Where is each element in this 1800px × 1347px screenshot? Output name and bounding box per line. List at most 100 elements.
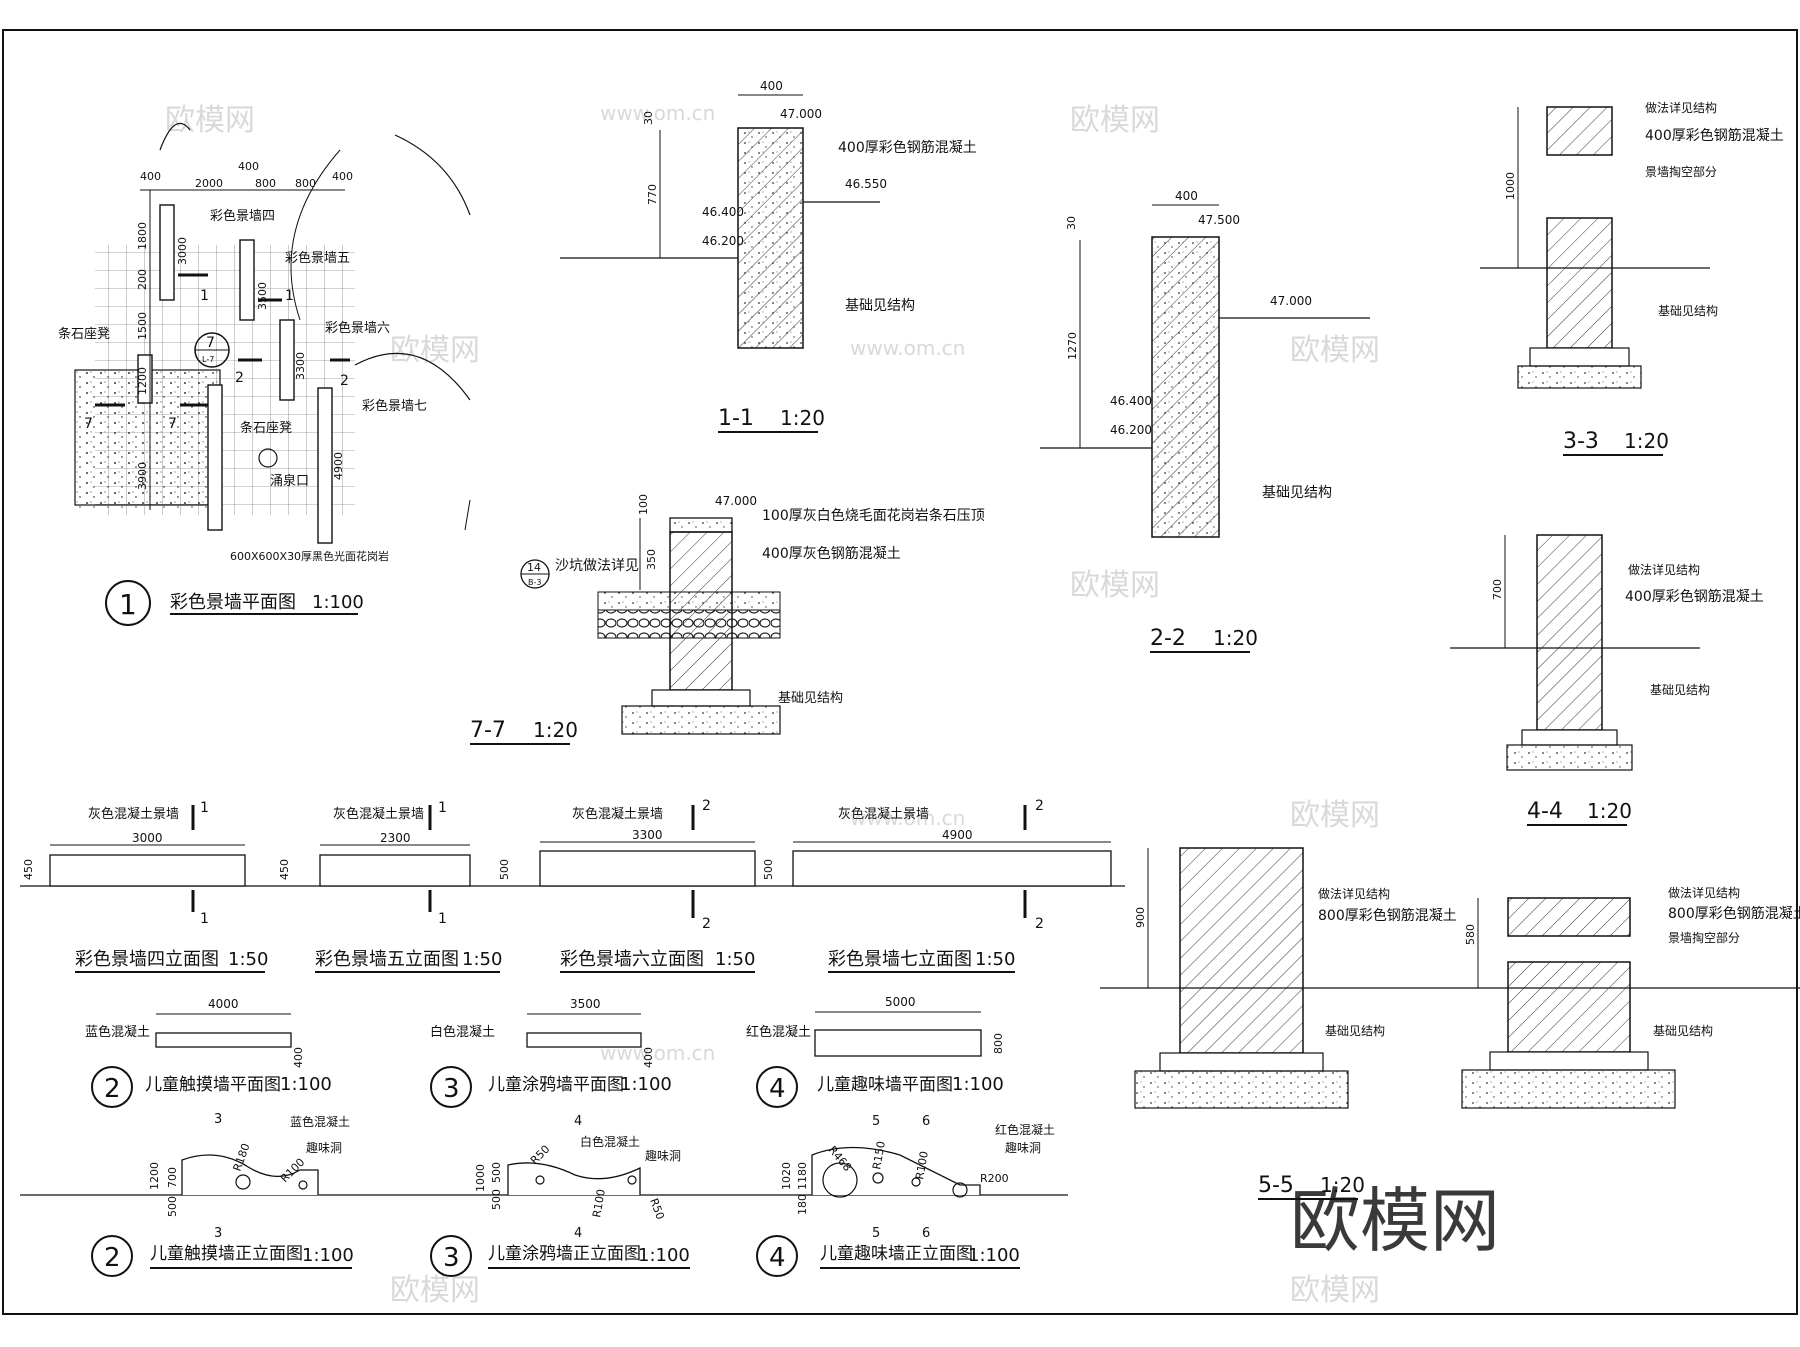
wall-seven: [317, 387, 333, 544]
detail-ref-bottom: B-3: [528, 578, 541, 587]
note: 400厚彩色钢筋混凝土: [838, 139, 977, 156]
elev-value: 47.000: [1270, 294, 1312, 308]
note: 景墙掏空部分: [1645, 164, 1717, 179]
note: 做法详见结构: [1628, 562, 1700, 577]
watermark-text: 欧模网: [1070, 103, 1160, 138]
cut-label: 2: [702, 798, 711, 814]
kid-elev-mark: 5: [872, 1114, 880, 1129]
dim-value: 400: [760, 79, 783, 93]
kid-elev-mark: 5: [872, 1226, 880, 1241]
wall-bottom: [1546, 217, 1613, 349]
elev-value: 47.500: [1198, 213, 1240, 227]
base: [1134, 1070, 1349, 1109]
drawing-number: 2: [104, 1243, 121, 1273]
section-scale: 1:20: [1213, 626, 1258, 650]
kid-elev-label: 趣味洞: [645, 1148, 681, 1163]
dim-inner: 3500: [256, 282, 269, 310]
section-title: 3-3: [1563, 429, 1599, 454]
kid-elev-mark: 6: [922, 1114, 930, 1129]
elev-value: 46.200: [1110, 423, 1152, 437]
kid-plan-title: 儿童趣味墙平面图: [817, 1075, 953, 1095]
section-2-2: 400 30 1270 47.500 47.000 46.400 46.200 …: [1040, 189, 1370, 653]
kid-elev-radius: R50: [647, 1197, 667, 1222]
cut-label: 1: [200, 800, 209, 816]
elev-label: 灰色混凝土景墙: [838, 806, 929, 822]
fun-hole: [235, 1174, 251, 1190]
plan-label: 彩色景墙六: [325, 320, 390, 336]
dim-left: 1200: [136, 367, 149, 395]
kid-plan-scale: 1:100: [280, 1074, 332, 1095]
section-scale: 1:20: [1587, 799, 1632, 823]
detail-ref-top: 14: [527, 561, 541, 574]
cut-label: 1: [200, 911, 209, 927]
kid-plans-row: 4000 400 蓝色混凝土 2 儿童触摸墙平面图 1:100 3500 400…: [85, 995, 1005, 1108]
dim-inner: 3000: [176, 237, 189, 265]
note: 景墙掏空部分: [1668, 930, 1740, 945]
plan-label: 彩色景墙四: [210, 208, 275, 224]
kid-elev-mark: 4: [574, 1226, 582, 1241]
elev-height: 500: [498, 859, 511, 880]
section-scale: 1:20: [1320, 1173, 1365, 1197]
section-3-3: 1000 做法详见结构 400厚彩色钢筋混凝土 景墙掏空部分 基础见结构 3-3…: [1480, 100, 1784, 456]
drawing-title: 彩色景墙平面图: [170, 592, 296, 613]
section-scale: 1:20: [533, 718, 578, 742]
elevation-row: 3000 450 灰色混凝土景墙 1 1 彩色景墙四立面图 1:50 2300 …: [20, 798, 1125, 973]
kid-plan-label: 蓝色混凝土: [85, 1024, 150, 1040]
dim-value: 700: [1491, 579, 1504, 600]
section-6-6: 580 做法详见结构 800厚彩色钢筋混凝土 景墙掏空部分 基础见结构: [1461, 885, 1800, 1109]
footing: [1489, 1051, 1649, 1071]
watermark-layer: 欧模网 欧模网 欧模网 欧模网 欧模网 欧模网 欧模网 欧模网 www.om.c…: [165, 101, 1500, 1308]
elev-title: 彩色景墙六立面图: [560, 949, 704, 970]
cut-label: 2: [340, 373, 349, 389]
elev-width: 3000: [132, 831, 163, 845]
drawing-number: 2: [104, 1074, 121, 1104]
section-title: 5-5: [1258, 1173, 1294, 1198]
elevation-wall: [49, 854, 246, 887]
kid-wall-plan: [814, 1029, 982, 1057]
drawing-number-circle: [91, 1235, 133, 1277]
dim-value: 400: [1175, 189, 1198, 203]
elev-value: 46.400: [702, 205, 744, 219]
kid-elev-dim: 700: [166, 1167, 179, 1188]
base: [1506, 744, 1633, 771]
kid-plan-width: 5000: [885, 995, 916, 1009]
section-4-4: 700 做法详见结构 400厚彩色钢筋混凝土 基础见结构 4-4 1:20: [1450, 534, 1764, 826]
elev-value: 46.200: [702, 234, 744, 248]
note: 做法详见结构: [1645, 100, 1717, 115]
kid-elev-label: 红色混凝土: [995, 1122, 1055, 1137]
stone-bench-left: [137, 354, 153, 404]
kid-elev-dim: 1200: [148, 1162, 161, 1190]
dim-value: 30: [642, 111, 655, 125]
kid-elev-dim: 1180: [796, 1162, 809, 1190]
plan-label: 涌泉口: [270, 473, 309, 489]
kid-elev-dim: 500: [490, 1162, 503, 1183]
kid-elev-mark: 3: [214, 1226, 222, 1241]
elev-height: 450: [22, 859, 35, 880]
kid-elev-label: 白色混凝土: [580, 1134, 640, 1149]
kid-plan-scale: 1:100: [620, 1074, 672, 1095]
note: 基础见结构: [1658, 303, 1718, 318]
elev-title: 彩色景墙五立面图: [315, 949, 459, 970]
note: 基础见结构: [778, 691, 843, 706]
kid-elev-title: 儿童触摸墙正立面图: [150, 1244, 303, 1264]
note: 400厚彩色钢筋混凝土: [1645, 127, 1784, 144]
kid-elev-label: 趣味洞: [1005, 1140, 1041, 1155]
note: 基础见结构: [845, 297, 915, 314]
dim-left: 1800: [136, 222, 149, 250]
section-7-7: 100 350 47.000 100厚灰白色烧毛面花岗岩条石压顶 400厚灰色钢…: [470, 494, 985, 745]
curve-line: [394, 134, 471, 216]
elev-width: 3300: [632, 828, 663, 842]
section-5-5: 900 做法详见结构 800厚彩色钢筋混凝土 基础见结构 5-5 1:20: [1100, 847, 1800, 1200]
drawing-number-circle: [105, 580, 151, 626]
kid-plan-label: 红色混凝土: [746, 1024, 811, 1040]
kid-elev-label: 蓝色混凝土: [290, 1114, 350, 1129]
note: 400厚彩色钢筋混凝土: [1625, 588, 1764, 605]
dim-value: 1000: [1504, 172, 1517, 200]
base: [1461, 1069, 1676, 1109]
footing: [1521, 729, 1618, 746]
dim-top: 400: [140, 170, 161, 183]
kid-elev-scale: 1:100: [968, 1245, 1020, 1266]
drawing-number: 1: [119, 588, 137, 621]
wall-section: [669, 531, 733, 691]
